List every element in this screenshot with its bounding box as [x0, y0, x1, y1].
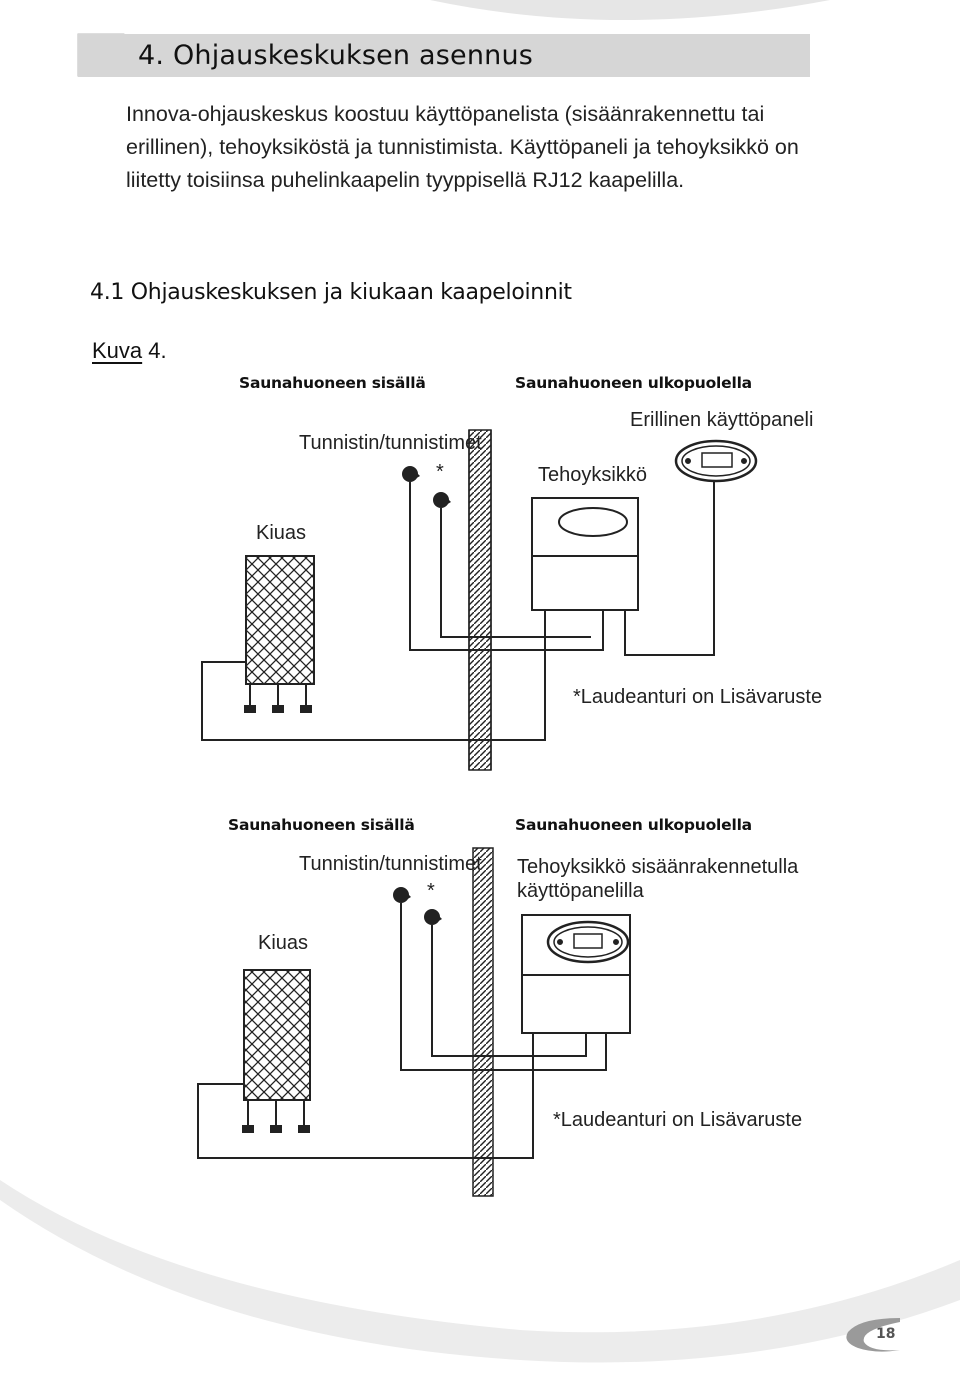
- sensor-icon: [402, 466, 420, 482]
- heater-2: [242, 969, 311, 1133]
- cable-sensor-1: [409, 482, 604, 651]
- section-title: 4. Ohjauskeskuksen asennus: [138, 40, 534, 71]
- figure-label-word: Kuva: [92, 338, 143, 363]
- figure-label-number: 4.: [142, 338, 167, 363]
- d2-heater-label: Kiuas: [258, 932, 309, 954]
- diagram-1: [201, 429, 758, 771]
- control-panel-1: [674, 439, 758, 483]
- page-number-swoosh-icon: [846, 1318, 900, 1352]
- cable-heater: [201, 610, 546, 741]
- intro-paragraph: Innova-ohjauskeskus koostuu käyttöpaneli…: [126, 102, 799, 192]
- d1-note: *Laudeanturi on Lisävaruste: [573, 686, 823, 708]
- d1-panel-label: Erillinen käyttöpaneli: [630, 409, 814, 431]
- sensor-bench-icon: [433, 492, 451, 508]
- d1-power-unit-label: Tehoyksikkö: [538, 464, 647, 486]
- wall-1: [468, 429, 492, 771]
- d2-sensors-label: Tunnistin/tunnistimet: [299, 853, 482, 875]
- d2-note: *Laudeanturi on Lisävaruste: [553, 1109, 803, 1131]
- cable-panel: [624, 482, 715, 656]
- section-header-bar: [78, 34, 810, 77]
- power-unit-1: [531, 497, 639, 611]
- d1-outside-label: Saunahuoneen ulkopuolella: [515, 374, 752, 392]
- subsection-title: 4.1 Ohjauskeskuksen ja kiukaan kaapeloin…: [90, 280, 572, 305]
- d2-power-unit-label-line1: Tehoyksikkö sisäänrakennetulla: [517, 856, 799, 878]
- d1-inside-label: Saunahuoneen sisällä: [239, 374, 426, 392]
- cable-sensor-2b: [431, 925, 587, 1057]
- top-swoosh-decoration: [430, 0, 830, 20]
- heater-1: [244, 555, 315, 713]
- cable-sensor-2: [440, 508, 591, 638]
- wall-2: [472, 847, 494, 1197]
- d2-power-unit-label-line2: käyttöpanelilla: [517, 880, 644, 902]
- diagram-2: [197, 847, 631, 1197]
- d2-outside-label: Saunahuoneen ulkopuolella: [515, 816, 752, 834]
- d2-asterisk: *: [427, 880, 435, 902]
- cable-sensor-2a: [400, 903, 607, 1071]
- d1-asterisk: *: [436, 461, 444, 483]
- sensor-icon-2: [393, 887, 411, 903]
- sensor-bench-icon-2: [424, 909, 442, 925]
- d1-sensors-label: Tunnistin/tunnistimet: [299, 432, 482, 454]
- bottom-swoosh-decoration: [0, 1180, 960, 1363]
- power-unit-2: [521, 914, 631, 1034]
- d2-inside-label: Saunahuoneen sisällä: [228, 816, 415, 834]
- page-number: 18: [876, 1326, 896, 1342]
- cable-heater-2: [197, 1033, 534, 1159]
- figure-label: Kuva 4.: [92, 338, 167, 364]
- d1-heater-label: Kiuas: [256, 522, 307, 544]
